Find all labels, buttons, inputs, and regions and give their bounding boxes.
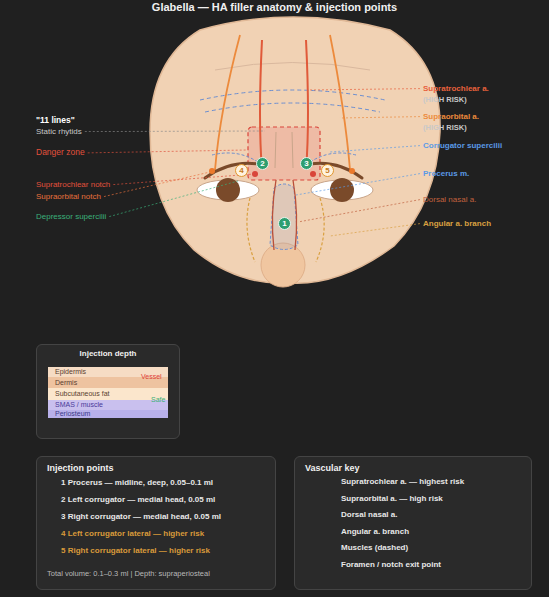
head-outline bbox=[150, 17, 440, 283]
depth-layer-band: Periosteum bbox=[48, 410, 168, 418]
anatomy-label: Depressor supercilii bbox=[36, 212, 106, 221]
eyebrow bbox=[310, 163, 362, 178]
callout-circle: 3 bbox=[300, 157, 313, 170]
legend-entry: Supratrochlear a. — highest risk bbox=[341, 477, 464, 486]
injection-point-row: 4 Left corrugator lateral — higher risk bbox=[61, 529, 204, 538]
anatomy-label: Supraorbital notch bbox=[36, 192, 101, 201]
panel-note: Total volume: 0.1–0.3 ml | Depth: suprap… bbox=[47, 570, 210, 579]
legend-entry: Dorsal nasal a. bbox=[341, 510, 397, 519]
rhytid-line bbox=[292, 132, 293, 168]
anatomy-label: Corrugator supercilii bbox=[423, 141, 502, 150]
supraorbital-artery bbox=[330, 35, 350, 170]
anatomy-label: Procerus m. bbox=[423, 169, 469, 178]
callout-circle: 1 bbox=[278, 217, 291, 230]
panel-heading: Vascular key bbox=[305, 463, 360, 473]
info-panel: EpidermisDermisSubcutaneous fatSMAS / mu… bbox=[36, 344, 180, 439]
anatomy-label: Supratrochlear notch bbox=[36, 180, 110, 189]
leader-line bbox=[330, 224, 420, 236]
depth-layer-band: SMAS / muscle bbox=[48, 400, 168, 410]
callout-circle: 2 bbox=[256, 157, 269, 170]
anatomy-label: (HIGH RISK) bbox=[423, 96, 467, 105]
info-panel: Vascular key bbox=[294, 456, 532, 590]
anatomy-label: Static rhytids bbox=[36, 127, 82, 136]
diagram-title: Glabella — HA filler anatomy & injection… bbox=[0, 1, 549, 14]
panel-heading: Injection points bbox=[47, 463, 114, 473]
leader-line bbox=[109, 181, 238, 217]
supratrochlear-artery bbox=[260, 40, 262, 170]
anatomy-label: Supratrochlear a. bbox=[423, 84, 489, 93]
callout-number: 1 bbox=[282, 220, 286, 228]
legend-entry: Muscles (dashed) bbox=[341, 543, 408, 552]
frontalis-muscle bbox=[200, 90, 385, 100]
dorsal-nasal-artery bbox=[272, 180, 276, 250]
frontalis-muscle bbox=[205, 103, 380, 112]
layer-name: Subcutaneous fat bbox=[55, 388, 110, 400]
injection-point-row: 3 Right corrugator — medial head, 0.05 m… bbox=[61, 512, 221, 521]
legend-entry: Supraorbital a. — high risk bbox=[341, 494, 443, 503]
layer-name: Epidermis bbox=[55, 367, 86, 377]
foramen-dot bbox=[310, 171, 316, 177]
angular-artery bbox=[316, 198, 324, 262]
callout-number: 2 bbox=[260, 160, 264, 168]
legend-entry: Foramen / notch exit point bbox=[341, 560, 441, 569]
layer-name: Dermis bbox=[55, 377, 77, 388]
legend-entry: Angular a. branch bbox=[341, 527, 409, 536]
callout-number: 5 bbox=[325, 167, 329, 175]
depth-marker-label: Vessel bbox=[141, 373, 162, 381]
layer-name: SMAS / muscle bbox=[55, 400, 103, 410]
layer-name: Periosteum bbox=[55, 410, 90, 418]
iris bbox=[330, 178, 354, 202]
angular-artery bbox=[247, 198, 255, 262]
leader-line bbox=[113, 174, 254, 185]
rhytid-line bbox=[275, 132, 276, 168]
panel-heading: Injection depth bbox=[37, 349, 179, 358]
callout-number: 3 bbox=[304, 160, 308, 168]
eyebrow bbox=[205, 163, 258, 178]
danger-zone bbox=[248, 127, 320, 180]
iris bbox=[216, 178, 240, 202]
injection-point-row: 2 Left corrugator — medial head, 0.05 ml bbox=[61, 495, 215, 504]
injection-point-row: 1 Procerus — midline, deep, 0.05–0.1 ml bbox=[61, 478, 213, 487]
anatomy-label: "11 lines" bbox=[36, 116, 75, 126]
forehead-line bbox=[215, 63, 370, 71]
nose-tip bbox=[261, 243, 305, 287]
callout-number: 4 bbox=[239, 167, 243, 175]
anatomy-label: Danger zone bbox=[36, 148, 85, 158]
info-panel: Injection points 1 Procerus — midline, de… bbox=[36, 456, 276, 590]
leader-line bbox=[85, 131, 265, 133]
depth-marker-label: Safe bbox=[151, 396, 165, 404]
anatomy-label: Dorsal nasal a. bbox=[423, 195, 476, 204]
callout-circle: 5 bbox=[321, 164, 334, 177]
anatomy-label: Angular a. branch bbox=[423, 219, 491, 228]
supraorbital-artery bbox=[215, 35, 240, 170]
depth-layer-band: Subcutaneous fat bbox=[48, 388, 168, 400]
leader-line bbox=[330, 146, 420, 152]
leader-line bbox=[298, 200, 420, 222]
injection-point-row: 5 Right corrugator lateral — higher risk bbox=[61, 546, 210, 555]
leader-line bbox=[88, 150, 247, 153]
leader-line bbox=[340, 117, 420, 118]
leader-line bbox=[308, 89, 420, 90]
callout-circle: 4 bbox=[235, 164, 248, 177]
foramen-dot bbox=[349, 168, 355, 174]
leader-line bbox=[296, 174, 420, 195]
foramen-dot bbox=[209, 168, 215, 174]
anatomy-label: Supraorbital a. bbox=[423, 112, 479, 121]
supratrochlear-artery bbox=[306, 40, 308, 170]
anatomy-label: (HIGH RISK) bbox=[423, 124, 467, 133]
dorsal-nasal-artery bbox=[293, 180, 297, 250]
